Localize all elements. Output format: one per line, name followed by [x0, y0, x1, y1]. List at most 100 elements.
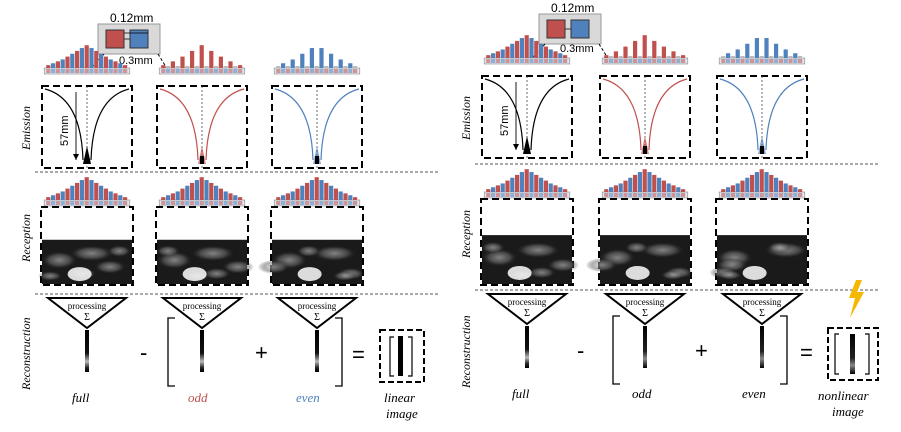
panel1-even-reception-element	[788, 193, 793, 197]
panel1-even-emission-wavefront-right	[765, 78, 805, 151]
panel0-odd-reception-element	[209, 201, 214, 205]
panel0-full-reception-bar	[55, 193, 60, 200]
panel1-even-emission-bar	[745, 43, 750, 58]
panel1-full-emission-bar	[505, 46, 510, 58]
panel0-odd-emission-element	[175, 69, 180, 73]
panel1-full-reception-element	[495, 193, 500, 197]
panel0-full-reception-element	[118, 201, 123, 205]
panel0-odd-emission-element	[161, 69, 166, 73]
panel0-odd-reception-element	[214, 201, 219, 205]
panel1-full-reception-speckle	[480, 241, 505, 254]
panel1-even-emission-element	[750, 59, 755, 63]
panel1-full-reception-element	[548, 193, 553, 197]
panel1-full-reception-bar	[524, 169, 529, 192]
panel1-odd-processing-label: processing	[626, 297, 665, 307]
panel1-full-reception-bar	[510, 177, 515, 192]
panel0-even-reception-bar	[343, 193, 348, 200]
panel0-odd-emission-bar	[180, 56, 185, 68]
panel0-full-emission-bar	[118, 63, 123, 68]
panel1-even-reception-bar	[750, 174, 755, 192]
panel0-even-emission-element	[329, 69, 334, 73]
row-label-emission-left: Emission	[19, 106, 33, 151]
panel1-even-emission-element	[783, 59, 788, 63]
panel0-odd-emission-element	[166, 69, 171, 73]
panel-labels-left: full odd even linear image	[72, 390, 418, 421]
panel1-even-emission-bar	[798, 56, 803, 58]
panel0-full-emission-bar	[123, 65, 128, 68]
panel0-full-reception-bar	[84, 177, 89, 200]
panel0-depth-arrowhead	[73, 154, 79, 160]
panel0-odd-emission-bar	[209, 50, 214, 68]
panel1-even-reception-element	[730, 193, 735, 197]
panel0-odd-emission-element	[190, 69, 195, 73]
panel1-full-reception-bar	[491, 187, 496, 192]
panel1-odd-reception-bar	[657, 177, 662, 192]
panel1-even-reception-bar	[788, 185, 793, 192]
panel0-full-emission-bar	[79, 48, 84, 68]
panel1-odd-emission-bar	[609, 56, 614, 58]
panel0-even-reception-bar	[290, 191, 295, 200]
panel0-odd-emission-element	[218, 69, 223, 73]
panel1-even-reception-element	[798, 193, 803, 197]
summation-icon: Σ	[84, 312, 90, 323]
panel0-full-reception-bar	[75, 182, 80, 200]
panel1-even-emission-element	[730, 59, 735, 63]
panel1-full-emission-bar	[534, 40, 539, 58]
panel1-full-emission-element	[539, 59, 544, 63]
label-odd-right: odd	[632, 386, 652, 401]
label-even-left: even	[296, 390, 320, 405]
panel1-odd-emission-element	[652, 59, 657, 63]
panel1-even-reception-bar	[774, 177, 779, 192]
panel1-even-reception-element	[769, 193, 774, 197]
panel1-even-emission-bar	[754, 38, 759, 58]
panel1-odd-reception-element	[609, 193, 614, 197]
panel1-full-reception-bar	[553, 185, 558, 192]
panel1-odd-reception-bar	[671, 185, 676, 192]
width-label-left: 0.3mm	[119, 55, 153, 67]
panel0-full-reception-element	[108, 201, 113, 205]
panel1-even-emission-bar	[769, 56, 774, 58]
panel1-odd-emission-element	[666, 59, 671, 63]
panel1-even-reception-bar	[783, 183, 788, 192]
panel0-odd-reception-element	[194, 201, 199, 205]
row-label-reconstruction-left: Reconstruction	[19, 317, 33, 391]
panel0-full-reception-bar	[60, 191, 65, 200]
panel0-even-emission-bar	[285, 66, 290, 68]
panel0-even-reception-bar	[353, 197, 358, 200]
panel0-even-emission-bar	[348, 63, 353, 68]
panel1-even-emission-element	[745, 59, 750, 63]
panel0-full-reception-bar	[108, 191, 113, 200]
label-full-left: full	[72, 390, 90, 405]
panel0-full-reception-bar	[70, 185, 75, 200]
panel0-full-reception-bar	[51, 195, 56, 200]
panel0-odd-reception-element	[218, 201, 223, 205]
panel1-odd-emission-element	[628, 59, 633, 63]
brackets	[167, 315, 788, 387]
panel0-full-reception-element	[99, 201, 104, 205]
panel1-odd-reception-bar	[618, 183, 623, 192]
summation-icon: Σ	[759, 308, 765, 319]
panel1-even-reception-element	[759, 193, 764, 197]
panel0-full-reception-element	[94, 201, 99, 205]
panel1-full-emission-bar	[529, 38, 534, 58]
panel0-odd-reception-bar	[209, 182, 214, 200]
panel0-even-emission-bar	[353, 66, 358, 68]
panel0-even-reception-element	[281, 201, 286, 205]
panel1-odd-emission-bar	[633, 40, 638, 58]
panel0-full-processing-block	[45, 297, 129, 330]
pitch-label-left: 0.12mm	[110, 11, 153, 25]
panel1-full-reception-element	[524, 193, 529, 197]
panel1-odd-reception-speckle	[624, 241, 649, 254]
panel0-odd-reception-bar	[238, 197, 243, 200]
panel0-full-emission-element	[123, 69, 128, 73]
panel1-odd-emission-wavefront-left	[602, 78, 642, 151]
panel0-full-emission-bar	[94, 50, 99, 68]
panel1-odd-reception-element	[618, 193, 623, 197]
panel1-full-emission-element	[500, 59, 505, 63]
panel1-odd-emission-bar	[671, 51, 676, 58]
panel1-full-reception-element	[500, 193, 505, 197]
panel0-even-rf-line	[315, 330, 319, 372]
panel1-odd-reception-element	[647, 193, 652, 197]
panel1-full-emission-element	[553, 59, 558, 63]
panel1-odd-emission-bar	[676, 56, 681, 58]
